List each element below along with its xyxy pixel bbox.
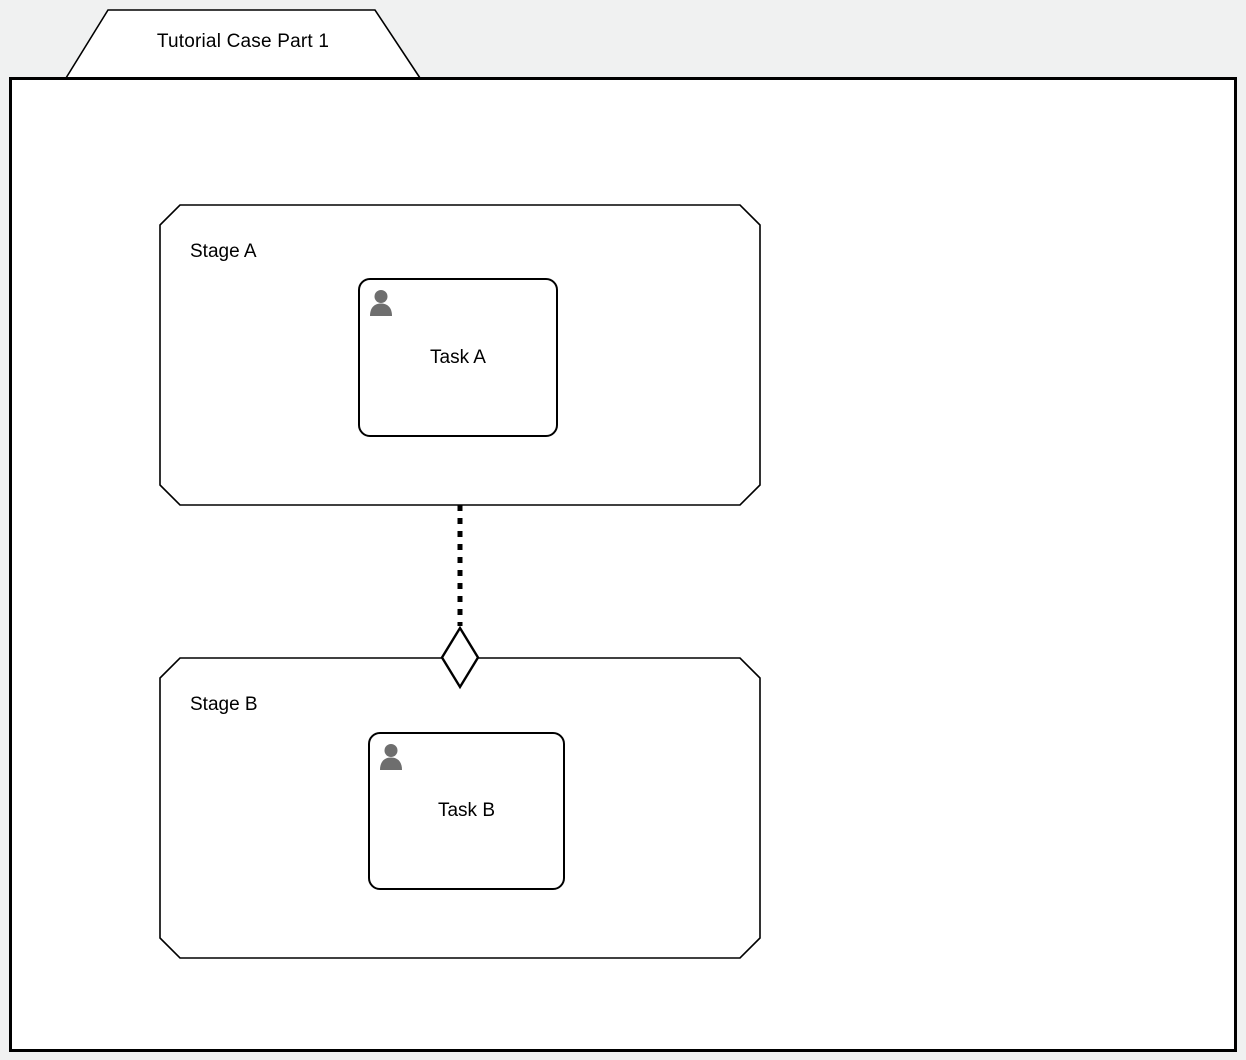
user-icon bbox=[380, 744, 402, 770]
user-icon bbox=[370, 290, 392, 316]
stage-a-label: Stage A bbox=[190, 241, 257, 262]
task-b-shape[interactable]: Task B bbox=[368, 732, 565, 890]
task-b-label: Task B bbox=[437, 800, 496, 821]
task-a-label: Task A bbox=[430, 346, 486, 368]
entry-criterion-diamond-icon bbox=[440, 625, 480, 690]
task-a-shape[interactable]: Task A bbox=[358, 278, 558, 437]
stage-b-label: Stage B bbox=[190, 694, 258, 715]
case-title: Tutorial Case Part 1 bbox=[156, 31, 330, 52]
stage-a-to-stage-b-connector[interactable] bbox=[435, 500, 485, 695]
